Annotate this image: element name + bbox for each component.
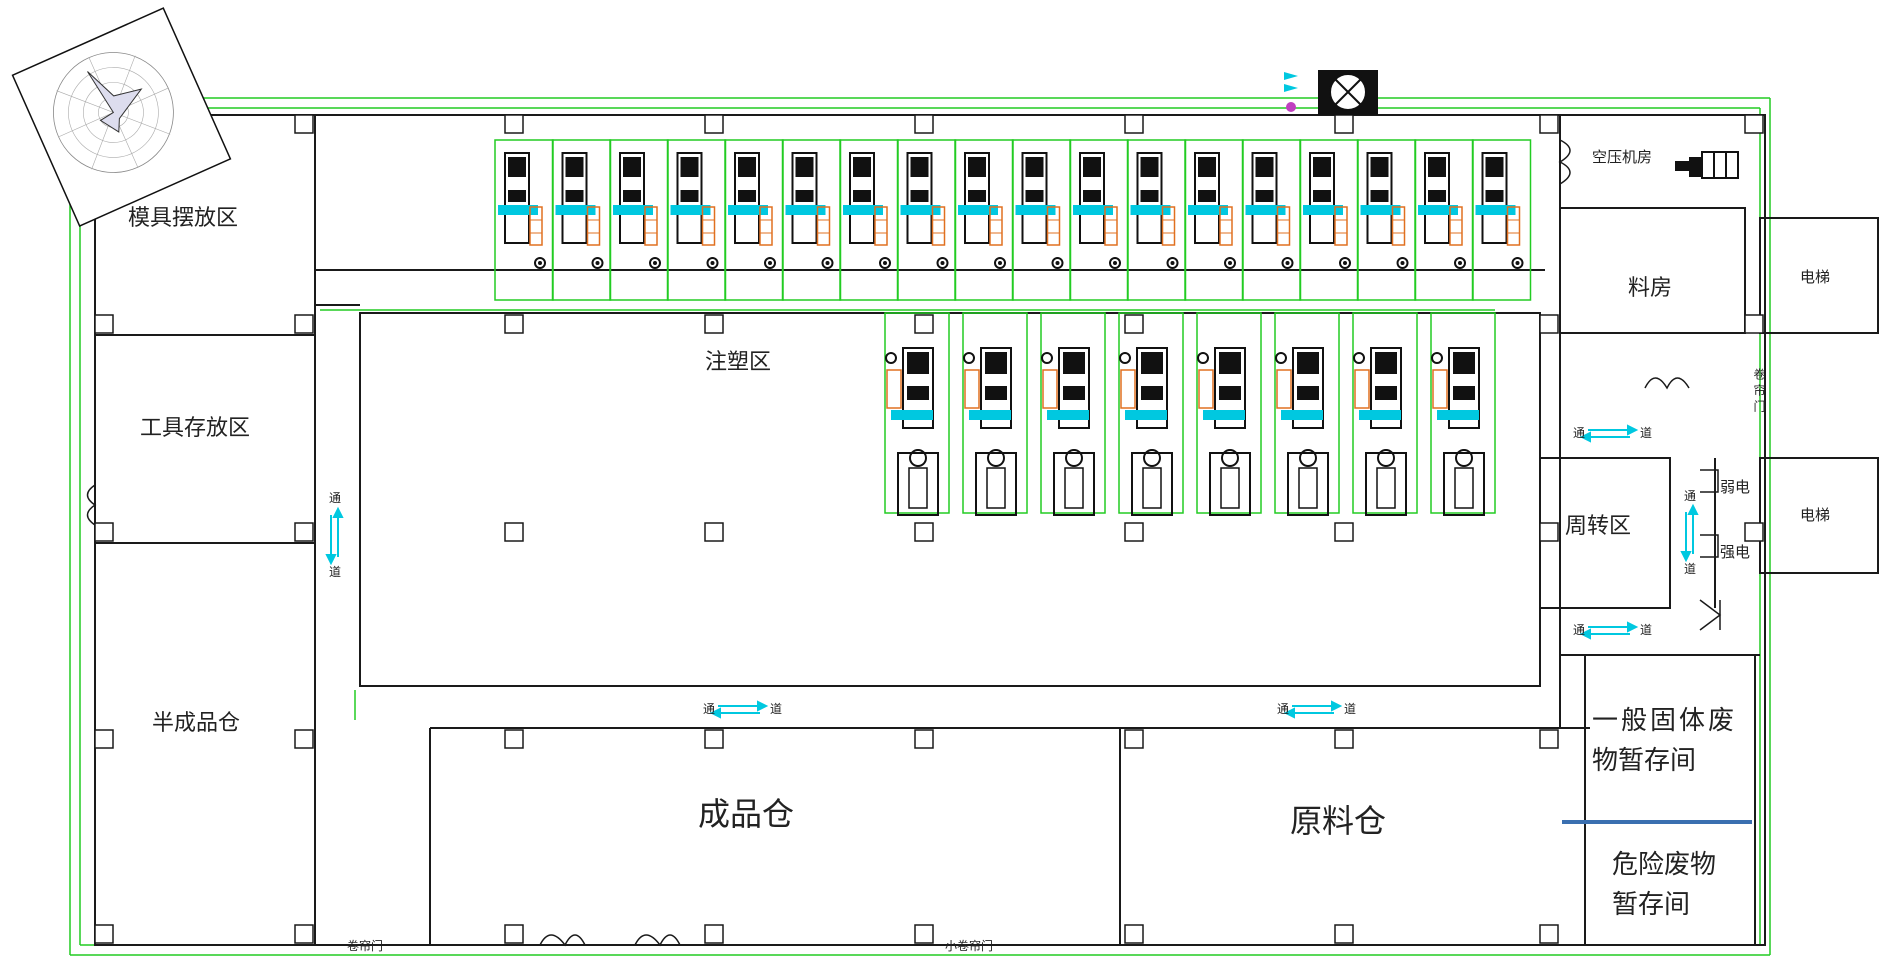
compressor-icon [1675, 151, 1739, 179]
room-label-tool-area: 工具存放区 [140, 416, 251, 441]
injection-machine-icon [954, 139, 1014, 301]
passage-label-b: 道 [1640, 426, 1653, 440]
injection-machine-icon [609, 139, 669, 301]
injection-machine-icon [1040, 312, 1106, 516]
injection-machine-icon [1356, 139, 1417, 301]
door-swings [86, 139, 1722, 947]
injection-machine-icon [1414, 139, 1474, 301]
injection-machine-icon [1196, 312, 1262, 516]
injection-machine-icon [781, 139, 842, 301]
injection-machine-icon [1118, 312, 1184, 516]
passage-label-a: 通 [1573, 426, 1586, 440]
passage-label-b: 道 [770, 702, 783, 716]
room-label-material-room: 料房 [1628, 276, 1673, 301]
room-label-general-waste-2: 物暂存间 [1592, 746, 1697, 776]
door-label-rolling-left: 卷帘门 [347, 939, 384, 953]
room-label-elevator-mid: 电梯 [1800, 506, 1831, 524]
passage-label-b: 道 [1344, 702, 1357, 716]
room-label-weak-current: 弱电 [1720, 478, 1751, 496]
injection-machine-icon [494, 139, 554, 301]
injection-machine-icon [1352, 312, 1418, 516]
injection-machine-icon [1184, 139, 1244, 301]
injection-machine-icon [1241, 139, 1302, 301]
injection-machine-icon [1430, 312, 1496, 516]
injection-machine-icon [551, 139, 612, 301]
injection-machine-icon [839, 139, 899, 301]
room-label-air-compressor: 空压机房 [1592, 148, 1653, 166]
passage-label-a: 通 [1684, 489, 1697, 503]
upper-injection-machines [494, 139, 1532, 301]
columns [94, 114, 1764, 944]
wind-rose-icon [11, 7, 232, 227]
injection-machine-icon [666, 139, 727, 301]
injection-machine-icon [884, 312, 950, 516]
room-label-strong-current: 强电 [1720, 543, 1751, 561]
room-label-finished-goods: 成品仓 [698, 795, 795, 833]
passage-label-a: 通 [1277, 702, 1290, 716]
passage-label-a: 通 [1573, 623, 1586, 637]
door-label-rolling-vertical: 卷帘门 [1752, 368, 1766, 416]
injection-machine-icon [1126, 139, 1187, 301]
injection-machine-icon [896, 139, 957, 301]
room-label-semi-finished: 半成品仓 [152, 711, 241, 736]
room-label-raw-material: 原料仓 [1290, 802, 1387, 840]
injection-machine-icon [962, 312, 1028, 516]
passage-label-b: 道 [1640, 623, 1653, 637]
passage-arrows [325, 424, 1699, 719]
injection-machine-icon [1274, 312, 1340, 516]
room-label-mold-area: 模具摆放区 [128, 206, 239, 231]
room-label-hazardous-waste-1: 危险废物 [1612, 850, 1717, 880]
passage-label-a: 通 [329, 491, 342, 505]
fan-icon [1284, 70, 1378, 115]
injection-machine-icon [724, 139, 784, 301]
room-label-elevator-top: 电梯 [1800, 268, 1831, 286]
lower-injection-machines [884, 312, 1496, 516]
injection-machine-icon [1299, 139, 1359, 301]
passage-label-a: 通 [703, 702, 716, 716]
door-label-small-rolling: 小卷帘门 [945, 939, 994, 953]
injection-machine-icon [1471, 139, 1532, 301]
injection-machine-icon [1069, 139, 1129, 301]
room-label-general-waste-1: 一般固体废 [1592, 706, 1738, 736]
injection-machine-icon [1011, 139, 1072, 301]
passage-label-b: 道 [1684, 562, 1697, 576]
passage-label-b: 道 [329, 565, 342, 579]
room-label-turnover-area: 周转区 [1565, 514, 1632, 539]
room-label-injection-area: 注塑区 [705, 350, 772, 375]
room-label-hazardous-waste-2: 暂存间 [1612, 890, 1691, 920]
